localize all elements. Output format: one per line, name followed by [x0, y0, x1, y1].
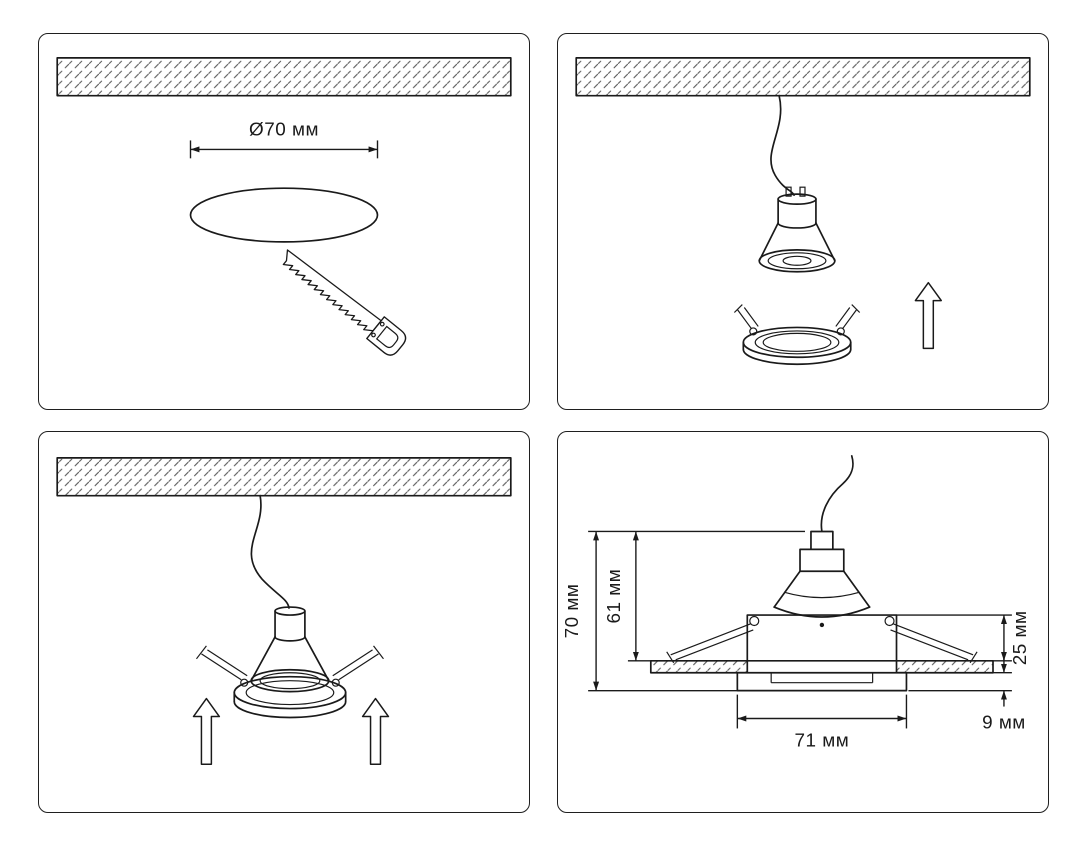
spring-clip-right	[835, 304, 861, 336]
panel-step-1-cut-hole: Ø70 мм	[38, 33, 530, 410]
fixture-cross-section	[649, 455, 994, 692]
up-arrow-icon	[914, 281, 943, 350]
fixture-assembly	[195, 606, 384, 719]
spotlight-lamp	[758, 186, 836, 273]
dimension-recess-depth: 25 мм	[896, 611, 1031, 666]
dimension-label-25mm: 25 мм	[1010, 611, 1031, 666]
up-arrow-left-icon	[192, 697, 221, 765]
dimension-label-9mm: 9 мм	[982, 712, 1026, 733]
trim-ring	[736, 671, 908, 692]
ceiling-hatch-right	[895, 659, 994, 674]
dimension-trim-diameter: 71 мм	[736, 694, 908, 751]
ceiling-hatch	[56, 57, 512, 97]
ceiling-hatch	[575, 57, 1031, 97]
mounting-ring	[733, 304, 861, 366]
trim-ring	[233, 675, 347, 710]
dimension-label-70mm: 70 мм	[562, 584, 583, 639]
step-4-drawing: 70 мм 61 мм 25 мм 9 мм 71 мм	[562, 455, 1031, 751]
spring-clip-left	[733, 304, 759, 336]
lamp-connector	[810, 530, 834, 551]
dimension-trim-thickness: 9 мм	[908, 656, 1026, 733]
spring-right	[890, 623, 978, 664]
panel-step-3-push-fixture	[38, 431, 530, 813]
ceiling-hatch-left	[649, 659, 749, 674]
spring-clip-right	[331, 645, 384, 687]
step-3-drawing	[56, 457, 512, 765]
panel-step-4-dimensions: 70 мм 61 мм 25 мм 9 мм 71 мм	[557, 431, 1049, 813]
ceiling-hatch	[56, 457, 512, 497]
panel-step-2-mount-ring	[557, 33, 1049, 410]
saw-icon	[282, 249, 407, 356]
dimension-above-ceiling-height: 61 мм	[604, 531, 652, 662]
step-1-drawing: Ø70 мм	[56, 57, 512, 356]
dimension-total-height: 70 мм	[562, 530, 805, 692]
lamp-bell	[773, 606, 871, 618]
up-arrow-right-icon	[361, 697, 390, 765]
lamp-holder	[799, 548, 845, 573]
spring-left	[666, 623, 754, 664]
dimension-label-71mm: 71 мм	[795, 730, 850, 751]
cutout-hole-ellipse	[189, 187, 379, 243]
spring-clip-left	[195, 645, 249, 687]
dimension-label-61mm: 61 мм	[604, 569, 625, 624]
power-wire	[770, 94, 795, 196]
step-2-drawing	[575, 57, 1031, 366]
dimension-hole-diameter: Ø70 мм	[189, 119, 379, 159]
dimension-label-hole-diameter: Ø70 мм	[249, 119, 319, 140]
housing-body	[746, 614, 898, 662]
power-wire	[820, 455, 854, 533]
power-wire	[250, 494, 290, 609]
